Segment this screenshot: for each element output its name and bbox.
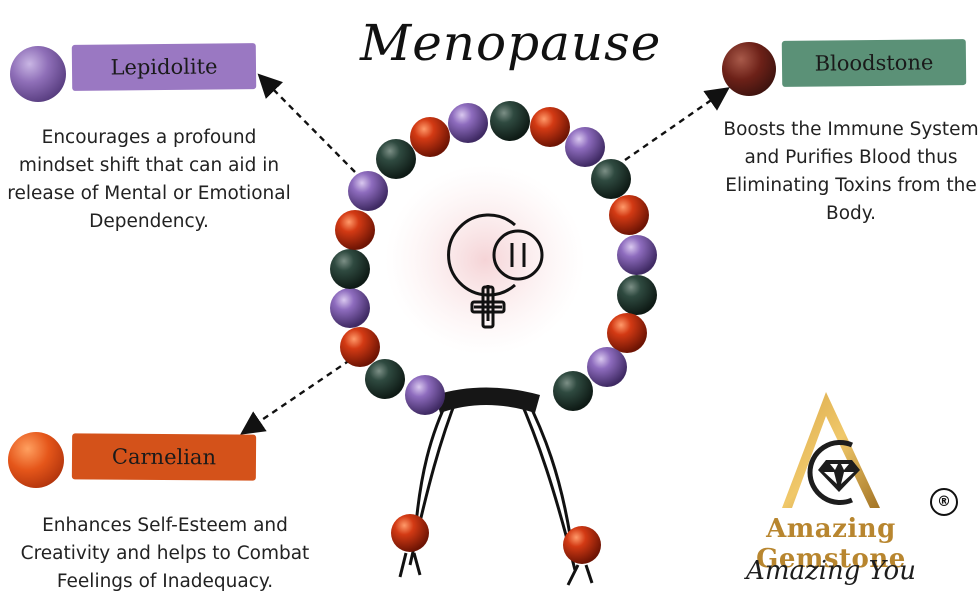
registered-mark: ® <box>930 488 958 516</box>
menopause-symbol-icon <box>447 213 544 329</box>
carnelian-description: Enhances Self-Esteem and Creativity and … <box>20 515 310 592</box>
carnelian-label: Carnelian <box>71 433 257 481</box>
bracelet-image <box>330 101 657 586</box>
page-title: Menopause <box>360 14 662 72</box>
brand-name: Amazing Gemstone <box>756 514 906 574</box>
brand-tagline: Amazing You <box>746 556 916 586</box>
bloodstone-description: Boosts the Immune System and Purifies Bl… <box>723 119 979 224</box>
arrow-to-bloodstone <box>624 87 730 161</box>
bead-ring <box>330 101 657 415</box>
bloodstone-label: Bloodstone <box>781 39 967 87</box>
lepidolite-stone-icon <box>10 46 66 102</box>
diamond-triangle-logo-icon <box>782 392 880 508</box>
bloodstone-stone-icon <box>722 42 776 96</box>
lepidolite-label: Lepidolite <box>71 43 257 91</box>
arrow-to-carnelian <box>240 359 351 435</box>
lepidolite-description: Encourages a profound mindset shift that… <box>7 127 291 232</box>
carnelian-stone-icon <box>8 432 64 488</box>
